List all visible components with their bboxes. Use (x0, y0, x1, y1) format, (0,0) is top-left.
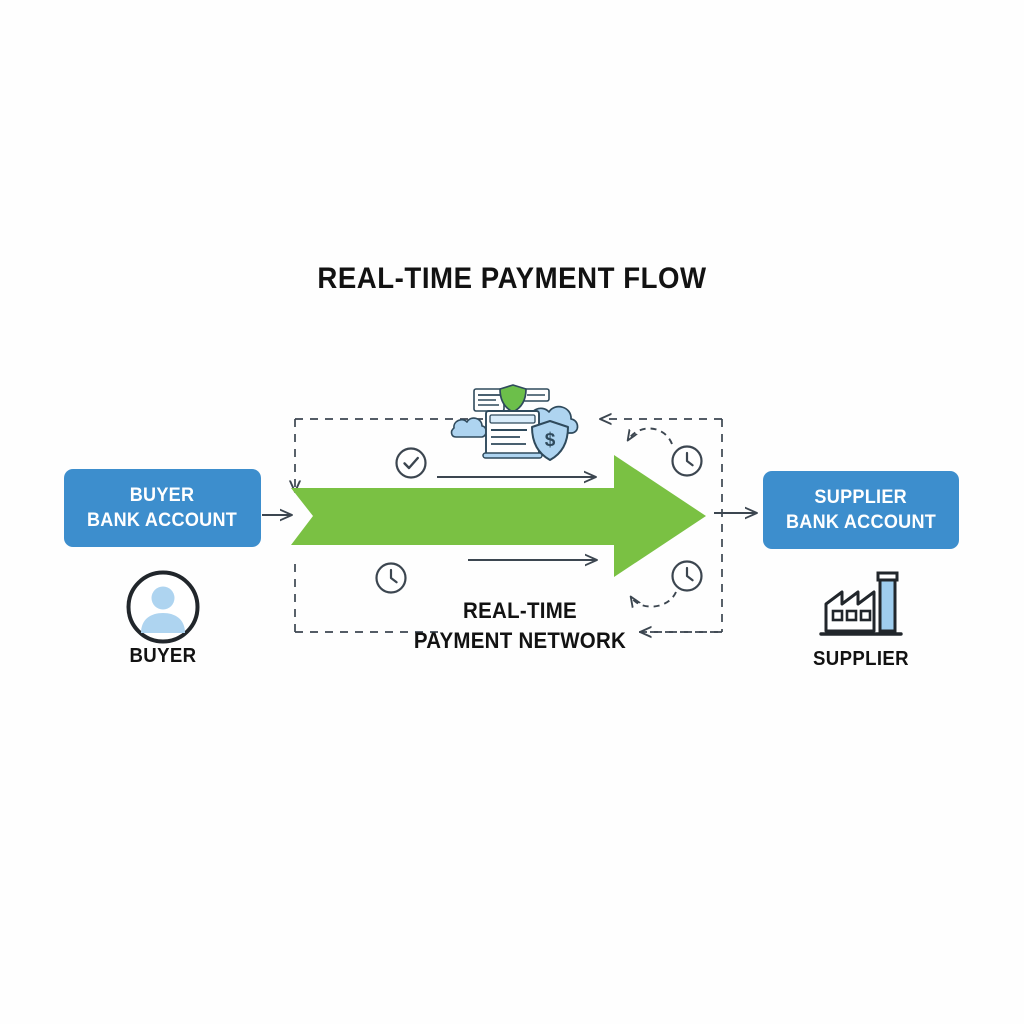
document-icon-small-right (522, 388, 550, 402)
clock-icon-upper-right (671, 445, 703, 477)
network-label: REAL-TIME PAYMENT NETWORK (390, 596, 650, 656)
document-icon-front (482, 410, 543, 459)
cloud-document-security-icon: $ (450, 384, 579, 461)
check-circle-icon (395, 447, 427, 479)
person-avatar-icon (126, 570, 200, 644)
supplier-bank-account-box[interactable]: SUPPLIER BANK ACCOUNT (763, 471, 959, 549)
buyer-caption: BUYER (129, 645, 197, 667)
payment-flow-arrow (291, 455, 706, 577)
clock-icon-lower-left (375, 562, 407, 594)
network-label-line1: REAL-TIME (463, 598, 577, 623)
dollar-shield-icon: $ (531, 420, 569, 461)
cloud-icon-left (450, 417, 487, 438)
svg-text:$: $ (545, 430, 556, 451)
page-title: REAL-TIME PAYMENT FLOW (317, 262, 707, 295)
network-label-line2: PAYMENT NETWORK (413, 628, 627, 653)
supplier-box-line2: BANK ACCOUNT (785, 512, 937, 533)
retry-arc-upper (628, 427, 673, 445)
buyer-bank-account-box[interactable]: BUYER BANK ACCOUNT (64, 469, 261, 547)
supplier-caption: SUPPLIER (812, 648, 909, 670)
supplier-box-line1: SUPPLIER (814, 487, 908, 508)
buyer-box-line1: BUYER (130, 485, 195, 506)
buyer-box-line2: BANK ACCOUNT (87, 510, 238, 531)
factory-icon (819, 571, 903, 636)
clock-icon-lower-right (671, 560, 703, 592)
